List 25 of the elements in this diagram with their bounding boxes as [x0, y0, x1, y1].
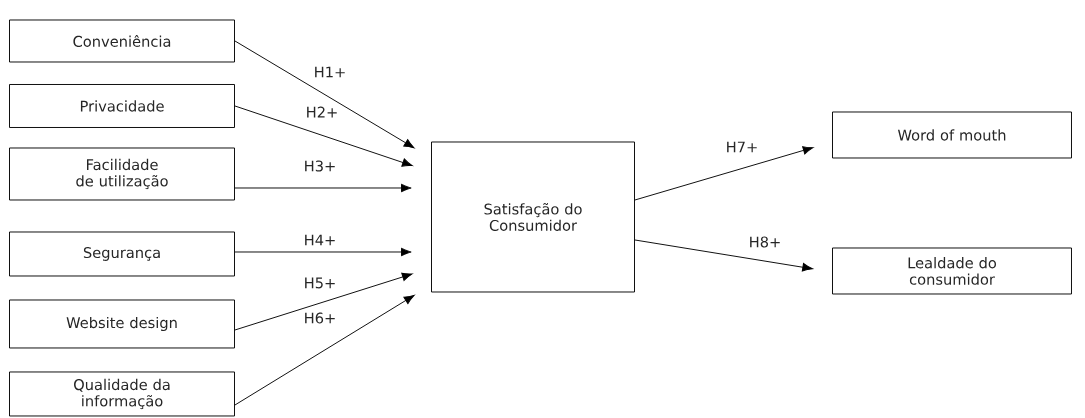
edge-label: H7+ — [724, 140, 760, 154]
arrow — [634, 239, 813, 272]
arrow — [234, 183, 412, 193]
factor-box: Facilidade de utilização — [9, 147, 235, 201]
arrow — [234, 40, 415, 149]
factor-box: Conveniência — [9, 19, 235, 63]
central-box: Satisfação do Consumidor — [431, 141, 635, 293]
factor-box: Privacidade — [9, 84, 235, 128]
edge-label: H3+ — [302, 159, 338, 173]
arrow — [234, 247, 412, 257]
factor-box: Lealdade do consumidor — [832, 247, 1072, 295]
arrow — [234, 105, 413, 167]
edge-label: H5+ — [302, 276, 338, 290]
edge-label: H6+ — [302, 311, 338, 325]
arrow — [234, 272, 413, 331]
factor-box: Word of mouth — [832, 111, 1072, 159]
arrow — [634, 146, 814, 201]
edge-label: H2+ — [304, 105, 340, 119]
arrow — [234, 294, 415, 406]
factor-box: Segurança — [9, 231, 235, 277]
edge-label: H1+ — [312, 65, 348, 79]
edge-label: H4+ — [302, 233, 338, 247]
factor-box: Qualidade da informação — [9, 371, 235, 417]
factor-box: Website design — [9, 299, 235, 349]
edge-label: H8+ — [747, 235, 783, 249]
